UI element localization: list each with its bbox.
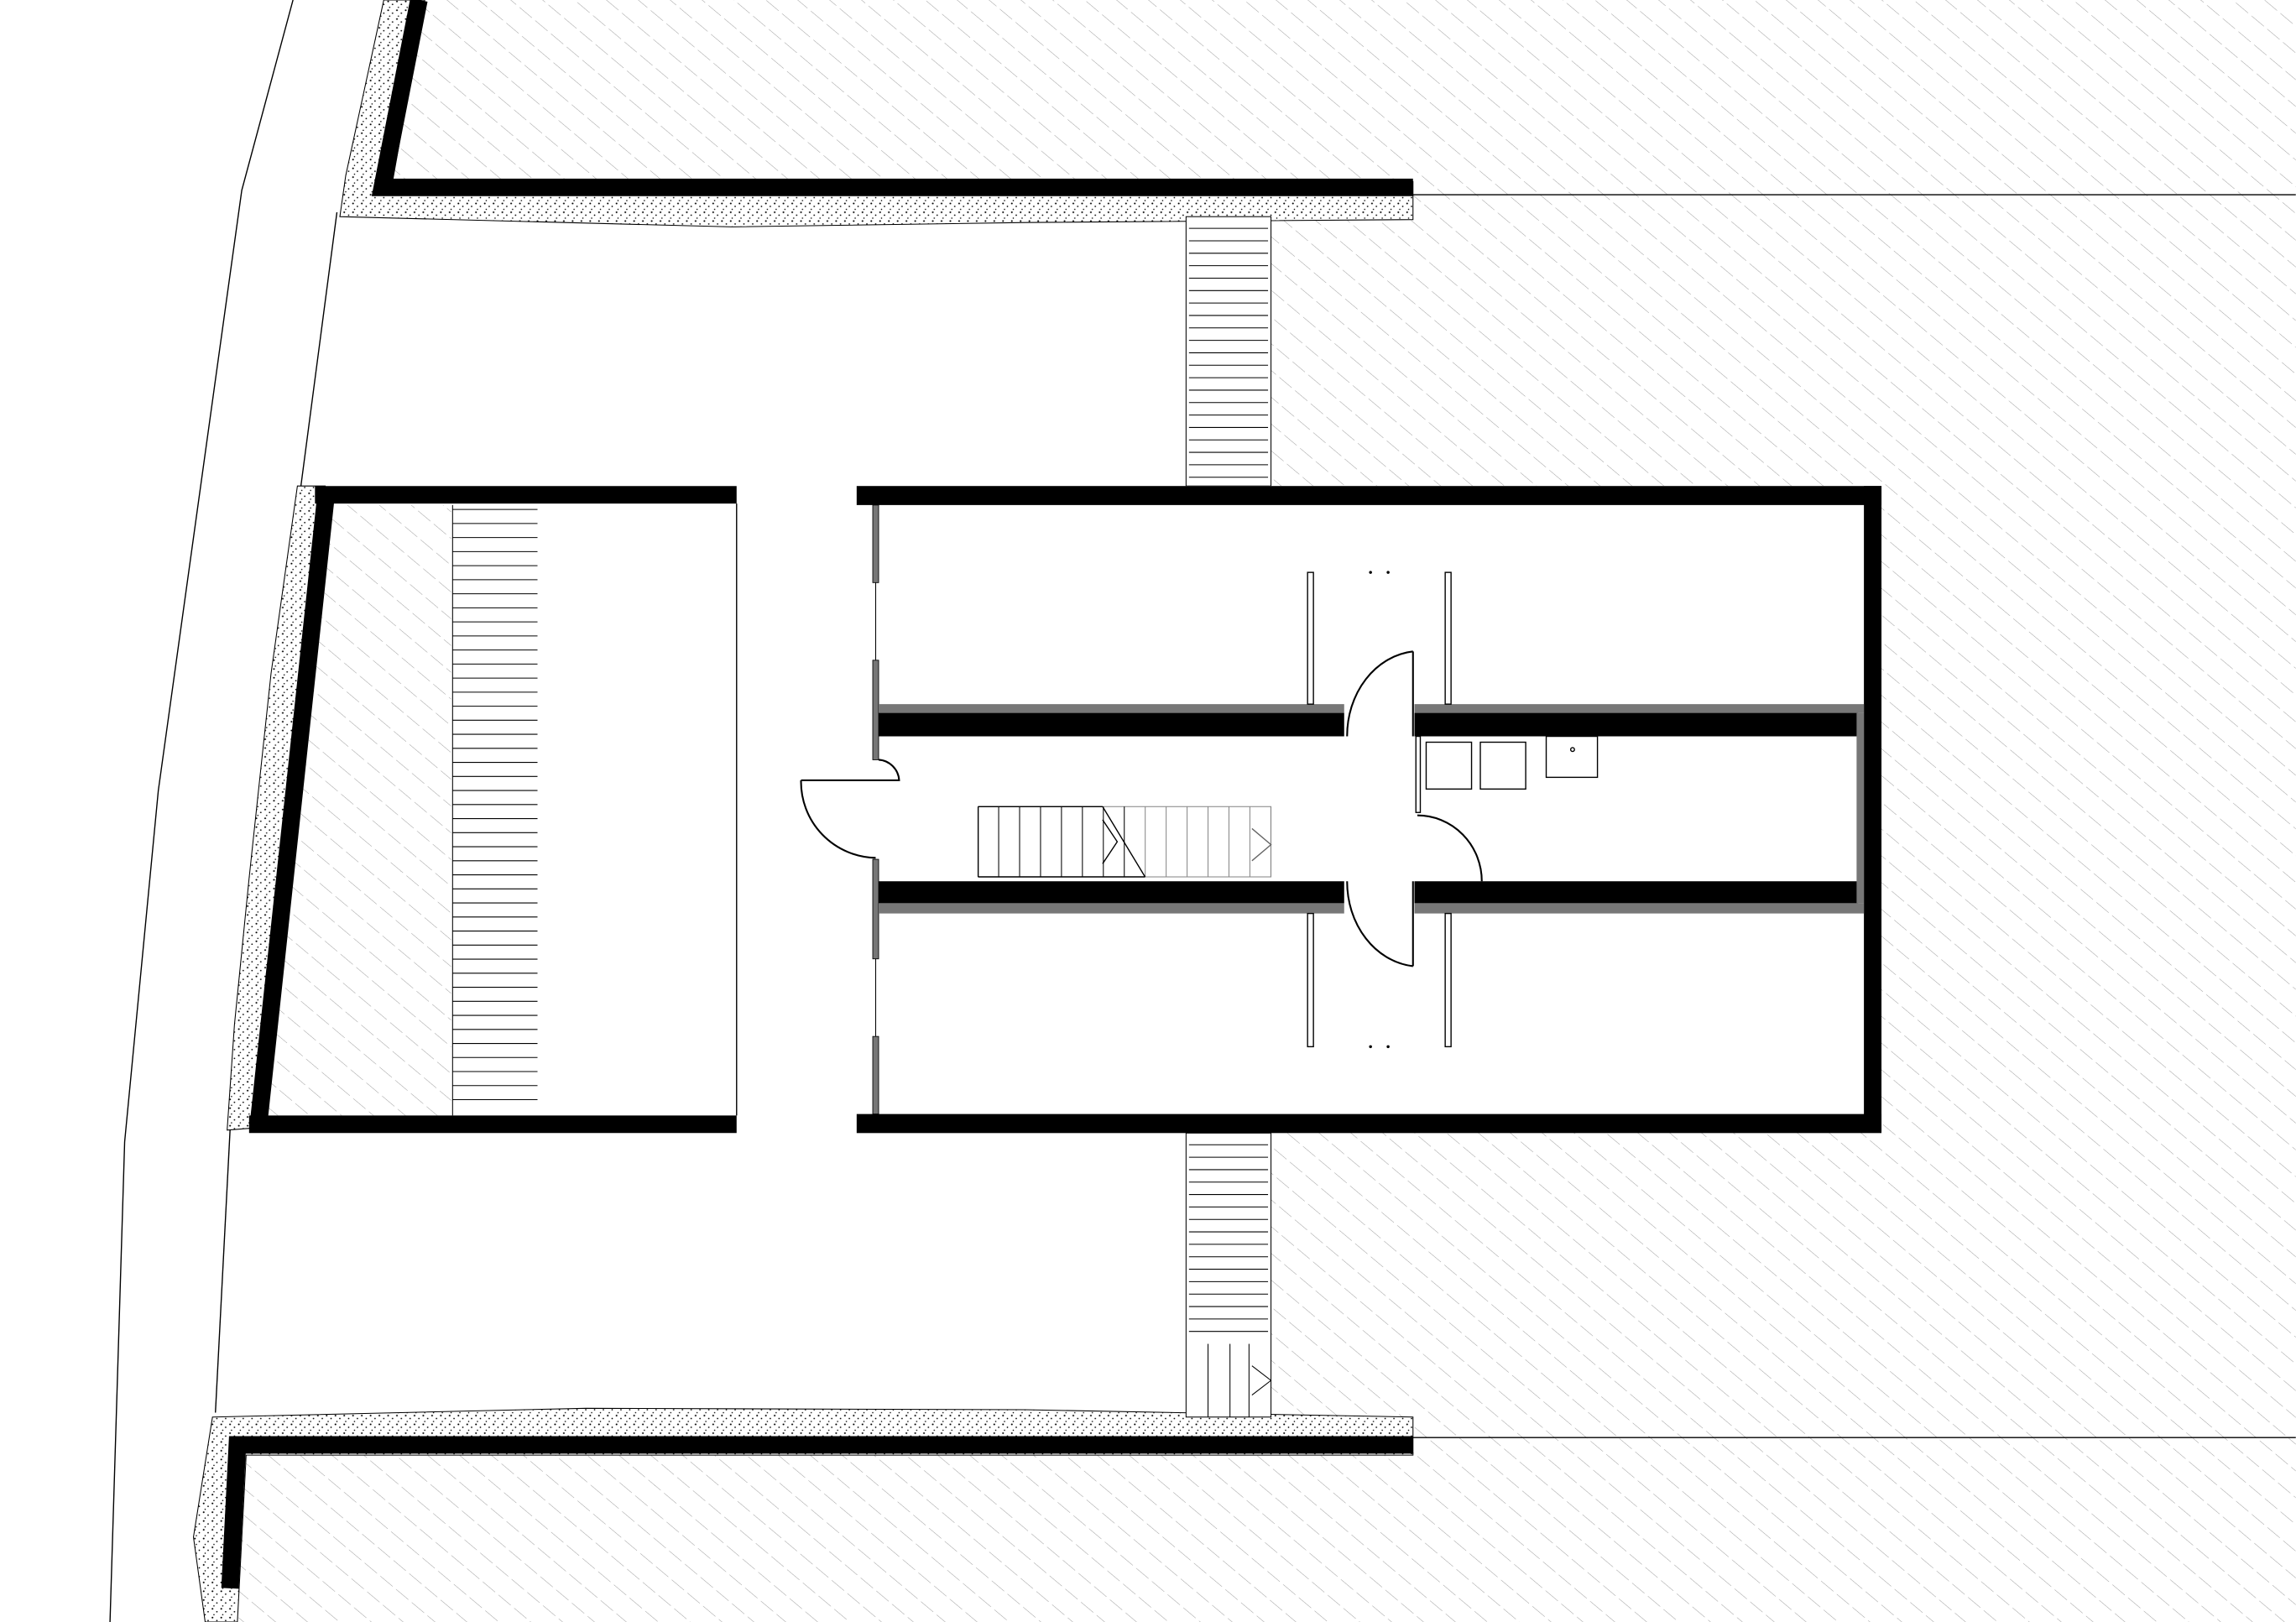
corridor-wall — [1414, 881, 1859, 904]
main-building — [800, 486, 1882, 1134]
outbuilding-left-wall — [248, 488, 336, 1131]
north-bridge — [1185, 216, 1272, 487]
south-bridge-slats — [1188, 1144, 1269, 1333]
bridges — [1185, 216, 1272, 1418]
retaining-walls — [221, 0, 1413, 1589]
dots — [1369, 571, 1390, 1049]
path-edge-line — [215, 1129, 231, 1413]
top-retaining-wall — [371, 0, 1413, 196]
stair-arrow-icon — [1102, 819, 1119, 864]
bottom-retaining-wall — [221, 1436, 1413, 1589]
stair-arrow-icon — [1251, 827, 1272, 862]
corridor-wall — [1414, 712, 1859, 737]
door-swing-icon — [1346, 881, 1414, 967]
path-edge-line — [300, 211, 338, 491]
west-facade — [872, 504, 879, 1115]
partition — [1856, 712, 1865, 904]
stairs — [977, 806, 1272, 878]
east-wall — [1864, 486, 1882, 1132]
south-steps — [1208, 1343, 1272, 1417]
sink — [1545, 735, 1599, 779]
room-dividers — [1307, 571, 1452, 1048]
corridor-wall — [878, 881, 1344, 904]
washer — [1425, 741, 1473, 790]
door-swing-icon — [1346, 650, 1414, 737]
drain-icon — [1569, 747, 1575, 753]
south-bridge — [1185, 1132, 1272, 1418]
partition — [1414, 903, 1865, 914]
north-bridge-slats — [1188, 227, 1269, 478]
stair-arrow-icon — [1251, 1365, 1272, 1396]
partition — [878, 704, 1344, 713]
outbuilding-slats — [451, 504, 538, 1116]
partition — [1414, 704, 1865, 713]
partition — [878, 903, 1344, 914]
corridor-wall — [878, 712, 1344, 737]
site-lines — [109, 0, 2296, 1622]
north-wall — [856, 486, 1882, 505]
outbuilding — [248, 486, 738, 1134]
hatched-ground — [237, 0, 2296, 1622]
door-swing-icon — [1417, 814, 1483, 882]
entrance-door-swing-icon — [800, 759, 900, 859]
road-edge-line — [109, 0, 294, 1622]
south-wall — [856, 1113, 1882, 1134]
dryer — [1479, 741, 1526, 790]
